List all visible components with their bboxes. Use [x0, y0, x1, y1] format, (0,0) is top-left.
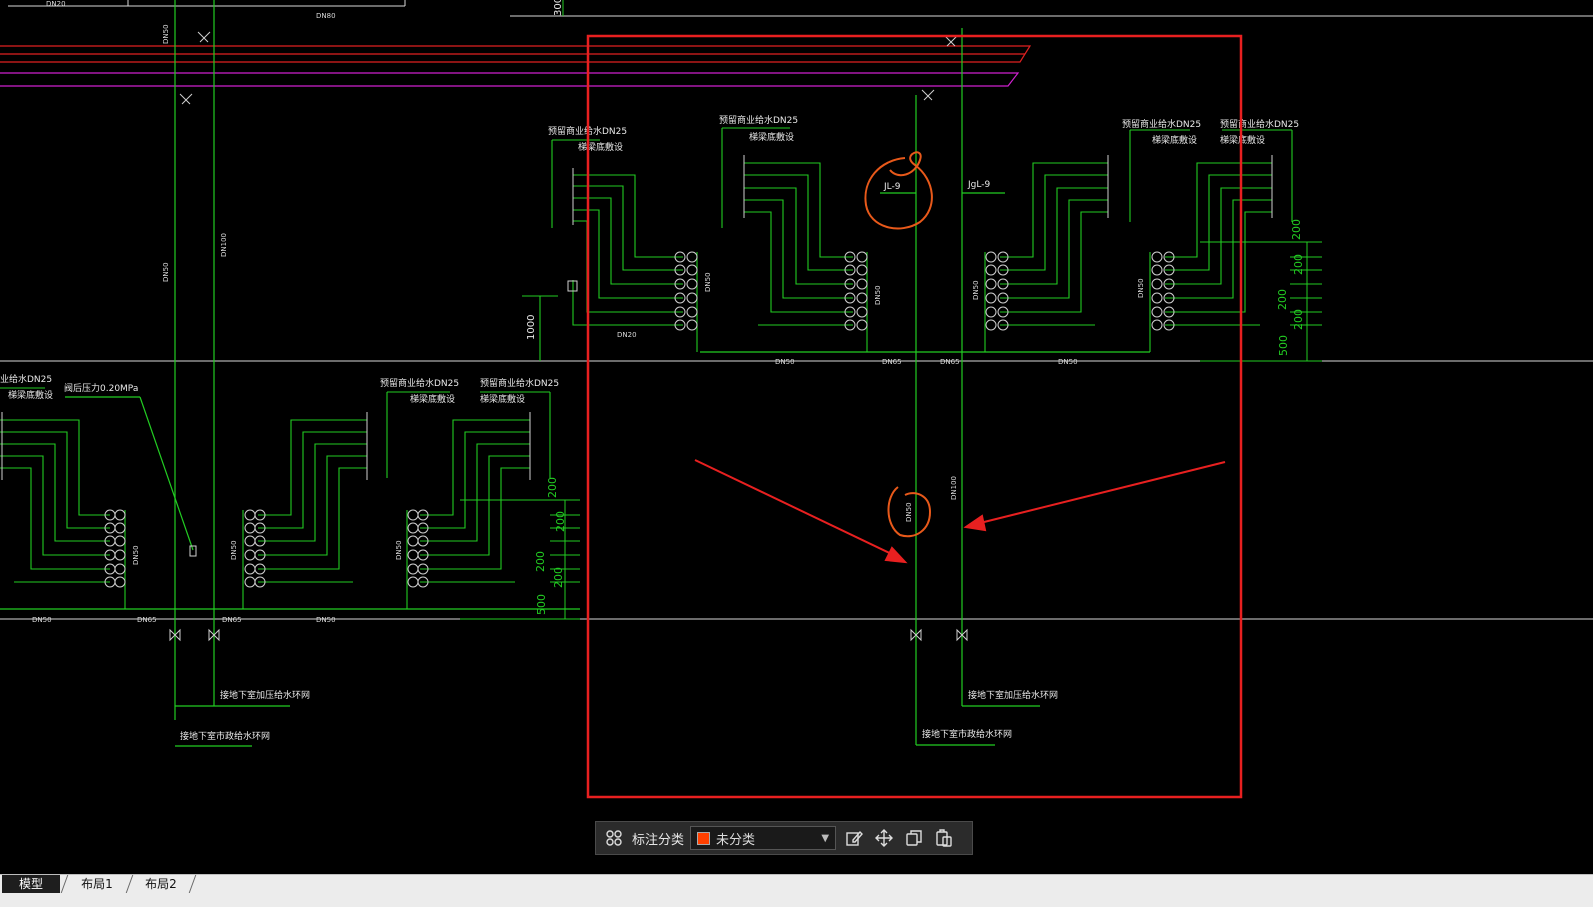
dimension-label: 200 — [552, 567, 565, 588]
dimension-label: 300 — [553, 0, 564, 16]
valve-pressure-label: 阀后压力0.20MPa — [64, 382, 138, 394]
markup-arrow-right — [971, 461, 1226, 526]
pipe-size-label: DN80 — [316, 12, 336, 20]
floor-label-c: 梯梁底敷设 — [1152, 134, 1197, 146]
pipe-size-label: DN50 — [905, 502, 913, 522]
reserve-label-b: 预留商业给水DN25 — [719, 114, 798, 126]
floor-label-a: 梯梁底敷设 — [578, 141, 623, 153]
reserve-label-f: 预留商业给水DN25 — [480, 377, 559, 389]
pipe-size-label: DN50 — [704, 272, 712, 292]
layout-tab-bar: 模型 布局1 布局2 — [0, 874, 1593, 907]
pipe-size-label: DN50 — [162, 262, 170, 282]
pipe-size-label: DN50 — [775, 358, 795, 366]
dimension-label: 200 — [554, 511, 567, 532]
pipe-size-label: DN50 — [132, 545, 140, 565]
connect-municipal-label-b: 接地下室市政给水环网 — [922, 728, 1012, 740]
pipe-size-label: DN20 — [46, 0, 66, 8]
floor-label-g: 梯梁底敷设 — [8, 389, 53, 401]
tab-model[interactable]: 模型 — [2, 875, 60, 893]
dropdown-selected-value: 未分类 — [716, 832, 756, 848]
annotation-category-label: 标注分类 — [632, 832, 685, 848]
pipe-size-label: DN65 — [940, 358, 960, 366]
pipe-size-label: DN100 — [220, 233, 228, 257]
edit-icon[interactable] — [842, 826, 866, 850]
dimension-label: 200 — [1292, 309, 1305, 330]
paste-icon[interactable] — [932, 826, 956, 850]
floor-label-e: 梯梁底敷设 — [410, 393, 455, 405]
pipe-size-label: DN50 — [230, 540, 238, 560]
pipe-size-label: DN65 — [137, 616, 157, 624]
reserve-label-e: 预留商业给水DN25 — [380, 377, 459, 389]
pipe-size-label: DN50 — [1058, 358, 1078, 366]
reserve-label-d: 预留商业给水DN25 — [1220, 118, 1299, 130]
reserve-label-c: 预留商业给水DN25 — [1122, 118, 1201, 130]
floor-label-d: 梯梁底敷设 — [1220, 134, 1265, 146]
annotation-category-dropdown[interactable]: 未分类 ▼ — [690, 826, 837, 850]
cad-drawing-canvas[interactable]: 预留商业给水DN25 梯梁底敷设 预留商业给水DN25 梯梁底敷设 预留商业给水… — [0, 0, 1593, 874]
grid-icon[interactable] — [602, 826, 626, 850]
annotation-toolbar: 标注分类 未分类 ▼ — [595, 821, 973, 855]
connect-municipal-label: 接地下室市政给水环网 — [180, 730, 270, 742]
pipe-size-label: DN50 — [316, 616, 336, 624]
pipe-size-label: DN20 — [617, 331, 637, 339]
jl9-label: JL-9 — [883, 182, 901, 192]
connect-pressurized-label-b: 接地下室加压给水环网 — [968, 689, 1058, 701]
pipe-size-label: DN65 — [882, 358, 902, 366]
move-icon[interactable] — [872, 826, 896, 850]
markup-circle-lower — [887, 486, 932, 538]
pipe-size-label: DN50 — [395, 540, 403, 560]
markup-arrow-left — [694, 459, 901, 559]
floor-label-b: 梯梁底敷设 — [749, 131, 794, 143]
dimension-label: 500 — [535, 594, 548, 615]
dimension-label: 1000 — [526, 315, 537, 340]
pipe-size-label: DN50 — [1137, 278, 1145, 298]
dimension-label: 200 — [1292, 254, 1305, 275]
pipe-size-label: DN50 — [162, 24, 170, 44]
floor-label-f: 梯梁底敷设 — [480, 393, 525, 405]
selection-rectangle — [586, 34, 1243, 799]
reserve-label-g: 业给水DN25 — [0, 373, 52, 385]
markup-circle-upper — [864, 151, 933, 230]
dimension-label: 200 — [1276, 289, 1289, 310]
dimension-label: 200 — [1290, 219, 1303, 240]
tab-layout2[interactable]: 布局2 — [145, 877, 177, 891]
copy-icon[interactable] — [902, 826, 926, 850]
tab-layout1[interactable]: 布局1 — [81, 877, 113, 891]
jgl9-label: JgL-9 — [967, 180, 990, 190]
pipe-size-label: DN65 — [222, 616, 242, 624]
dimension-label: 500 — [1277, 335, 1290, 356]
connect-pressurized-label: 接地下室加压给水环网 — [220, 689, 310, 701]
pipe-size-label: DN50 — [874, 285, 882, 305]
category-color-swatch — [697, 831, 711, 845]
pipe-size-label: DN50 — [972, 280, 980, 300]
dimension-label: 200 — [534, 551, 547, 572]
dimension-label: 200 — [546, 477, 559, 498]
pipe-size-label: DN100 — [950, 476, 958, 500]
chevron-down-icon: ▼ — [821, 832, 830, 844]
pipe-size-label: DN50 — [32, 616, 52, 624]
